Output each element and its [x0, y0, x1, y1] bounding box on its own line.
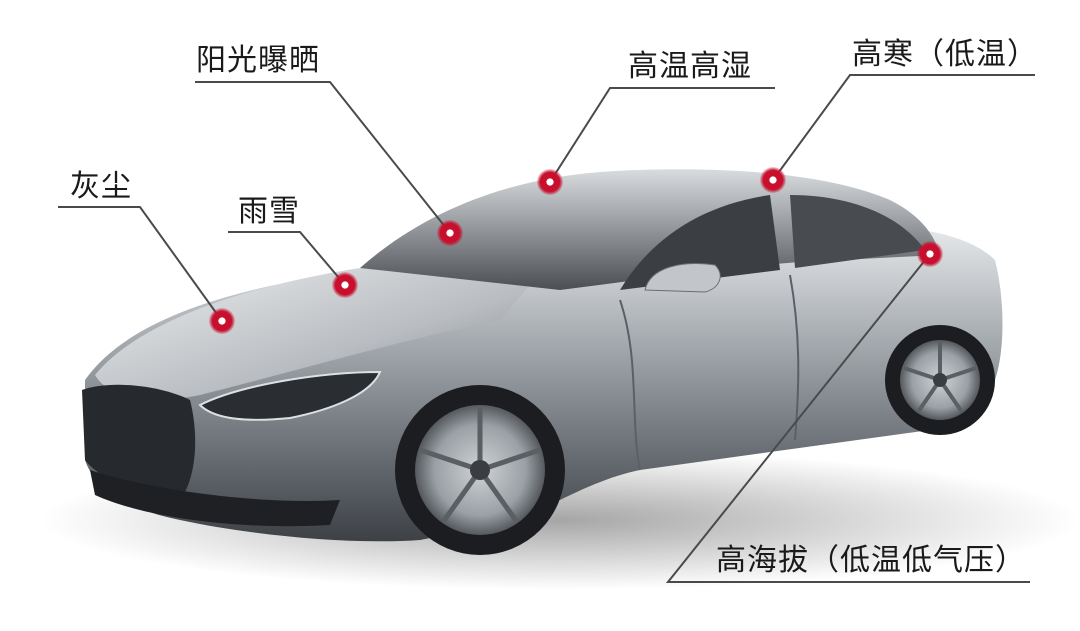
label-altitude: 高海拔（低温低气压） — [716, 543, 1026, 578]
leader-heat-humidity — [549, 87, 775, 183]
front-spokes — [419, 408, 541, 524]
side-mirror — [644, 263, 721, 293]
label-sunlight: 阳光曝晒 — [196, 43, 320, 78]
marker-sunlight — [437, 220, 463, 246]
leader-cold — [772, 74, 1035, 181]
leader-altitude — [665, 253, 1030, 583]
leader-rain-snow — [228, 231, 346, 286]
marker-rain-snow — [332, 272, 358, 298]
rear-window — [790, 195, 925, 268]
label-heat-humidity: 高温高湿 — [628, 49, 752, 84]
door-line-front — [619, 299, 641, 471]
label-cold: 高寒（低温） — [852, 37, 1038, 72]
side-window — [620, 195, 780, 290]
front-hub — [470, 460, 490, 480]
label-rain-snow: 雨雪 — [238, 194, 300, 229]
markers — [209, 167, 943, 334]
label-dust: 灰尘 — [70, 169, 132, 204]
leader-lines — [58, 74, 1035, 583]
marker-heat-humidity — [537, 169, 563, 195]
leader-dust — [58, 206, 223, 322]
lower-intake — [90, 470, 340, 527]
headlight — [198, 370, 382, 421]
leader-sunlight — [195, 81, 451, 234]
car-hood — [95, 250, 560, 400]
rear-hub — [933, 373, 947, 387]
marker-dust — [209, 308, 235, 334]
marker-altitude — [917, 241, 943, 267]
marker-cold — [760, 167, 786, 193]
front-grille — [82, 384, 196, 500]
